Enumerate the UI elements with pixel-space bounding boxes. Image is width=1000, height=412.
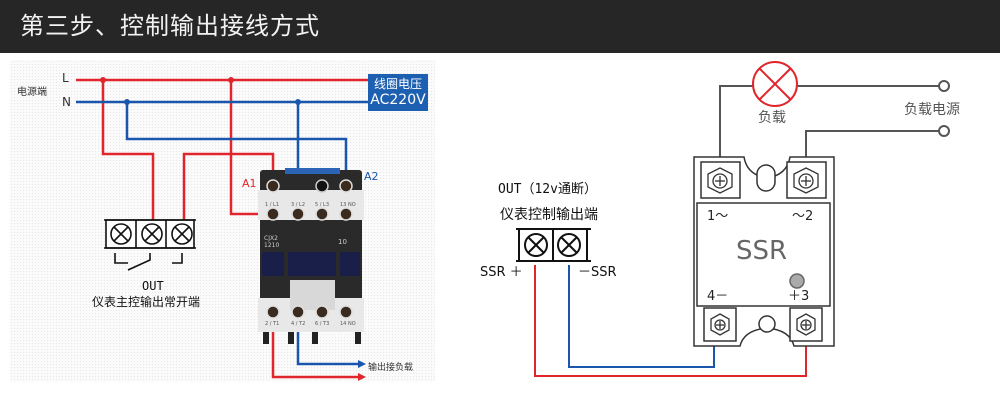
ssr-module (693, 156, 835, 347)
neutral-junction (124, 99, 130, 105)
terminal-14-NO: 14 NO (340, 321, 356, 327)
ssr-plus-label: SSR ＋ (480, 265, 523, 280)
ssr-name: SSR (736, 236, 787, 266)
output-arrow-red (358, 373, 366, 381)
controller-terminal-block (104, 219, 196, 271)
terminal-2-T1: 2 / T1 (265, 321, 279, 327)
ssr-wiring-diagram: OUT（12v通断） 仪表控制输出端 SSR ＋ －SSR 负载 负载电源 (480, 61, 960, 377)
controller-out-label: OUT (142, 279, 164, 293)
out-desc: 仪表控制输出端 (500, 207, 598, 223)
left-diagram-background (10, 60, 435, 382)
load-power-label: 负载电源 (904, 102, 960, 118)
load-lamp-icon (752, 61, 798, 107)
output-arrow-blue (358, 360, 366, 368)
ssr-screw-icons (707, 167, 819, 336)
live-junction (100, 77, 106, 83)
out-terminal-block (516, 228, 591, 262)
control-wire-positive (534, 265, 807, 377)
power-label: 电源端 (17, 85, 47, 98)
ssr-terminal-3: ＋3 (788, 289, 809, 304)
load-wires (719, 85, 939, 158)
line-N-label: N (62, 95, 71, 109)
output-load-label: 输出接负载 (368, 361, 413, 373)
coil-A1-label: A1 (242, 177, 257, 190)
control-wire-negative (568, 265, 715, 368)
controller-desc: 仪表主控输出常开端 (92, 294, 200, 309)
contactor-aux-label: 10 (338, 238, 347, 246)
ssr-terminal-1: 1～ (707, 209, 728, 224)
header-bar: 第三步、控制输出接线方式 (0, 0, 1000, 53)
terminal-1-L1: 1 / L1 (265, 202, 279, 208)
line-L-label: L (62, 71, 69, 85)
terminal-13-NO: 13 NO (340, 202, 356, 208)
coil-voltage-badge: 线圈电压 AC220V (368, 74, 428, 111)
page-title: 第三步、控制输出接线方式 (20, 12, 320, 40)
contactor (258, 168, 364, 344)
contactor-model-1: CJX2 (264, 235, 278, 242)
load-power-terminal-2 (938, 125, 950, 137)
ssr-terminal-2: ～2 (792, 209, 813, 224)
terminal-4-T2: 4 / T2 (291, 321, 305, 327)
terminal-6-T3: 6 / T3 (315, 321, 329, 327)
ssr-terminal-4: 4－ (707, 289, 728, 304)
ssr-minus-label: －SSR (578, 265, 617, 280)
contactor-model-2: 1210 (264, 242, 279, 249)
neutral-junction (295, 99, 301, 105)
coil-voltage-value: AC220V (370, 92, 426, 108)
coil-A2-label: A2 (364, 170, 379, 183)
terminal-5-L3: 5 / L3 (315, 202, 329, 208)
load-power-terminal-1 (938, 80, 950, 92)
out-title: OUT（12v通断） (498, 182, 597, 197)
ssr-indicator-led (789, 273, 805, 289)
coil-voltage-title: 线圈电压 (373, 77, 422, 91)
terminal-3-L2: 3 / L2 (291, 202, 305, 208)
load-label: 负载 (758, 110, 786, 126)
contactor-wiring-diagram: 电源端 L N A1 A2 输出接负载 (17, 71, 413, 381)
live-junction (228, 77, 234, 83)
